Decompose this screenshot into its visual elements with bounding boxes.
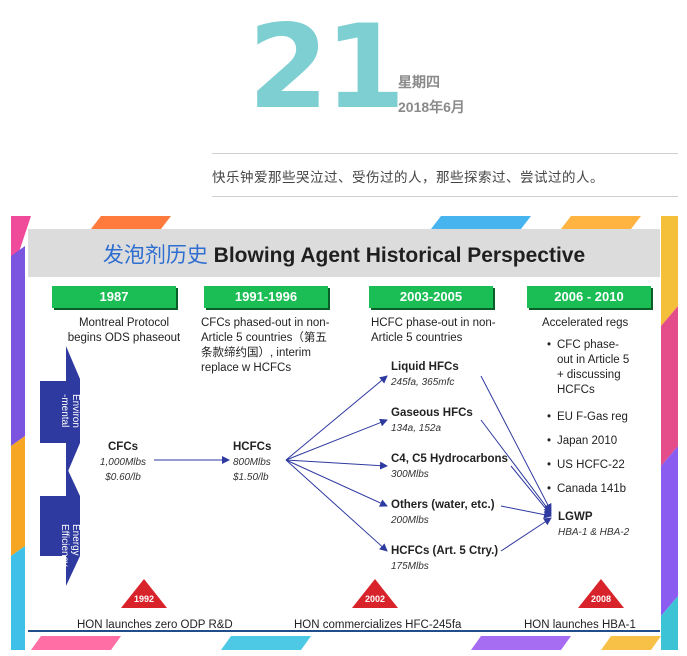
col4-bullet-item: • EU F-Gas reg — [547, 410, 628, 425]
bullet-icon: • — [547, 411, 552, 423]
branch-name: HCFCs (Art. 5 Ctry.) — [391, 545, 499, 557]
node-cfcs-l2: $0.60/lb — [105, 472, 141, 483]
slide-title-cn: 发泡剂历史 — [102, 243, 208, 267]
quote-text: 快乐钟爱那些哭泣过、受伤过的人，那些探索过、尝试过的人。 — [212, 170, 604, 186]
col4-bullet-text: Japan 2010 — [557, 435, 618, 447]
year-box-2006-2010: 2006 - 2010 — [527, 286, 651, 308]
divider-bottom — [212, 196, 678, 197]
col2-text: CFCs phased-out in non- Article 5 countr… — [201, 316, 351, 376]
node-lgwp-name: LGWP — [558, 511, 593, 523]
branch-gaseous-hfcs: Gaseous HFCs 134a, 152a — [391, 406, 473, 436]
branch-sub: 245fa, 365mfc — [391, 377, 455, 388]
node-hcfcs: HCFCs 800Mlbs $1.50/lb — [233, 440, 293, 485]
node-hcfcs-l2: $1.50/lb — [233, 472, 269, 483]
col2-line: 条款缔约国）, interim — [201, 347, 311, 359]
col4-head: Accelerated regs — [542, 317, 629, 329]
milestone-text-2008: HON launches HBA-1 — [524, 619, 636, 631]
col2-line: Article 5 countries（第五 — [201, 332, 327, 344]
slide-image: 发泡剂历史 Blowing Agent Historical Perspecti… — [11, 216, 678, 650]
branch-sub: 175Mlbs — [391, 561, 429, 572]
year-box-1991-1996: 1991-1996 — [204, 286, 328, 308]
node-hcfcs-name: HCFCs — [233, 441, 272, 453]
branch-hydrocarbons: C4, C5 Hydrocarbons 300Mlbs — [391, 452, 508, 482]
slide-decorative-background — [11, 216, 678, 650]
arrow-diagram — [121, 375, 624, 608]
slide-title: 发泡剂历史 Blowing Agent Historical Perspecti… — [28, 239, 660, 269]
node-lgwp-sub: HBA-1 & HBA-2 — [558, 527, 630, 538]
branch-hcfcs-art5: HCFCs (Art. 5 Ctry.) 175Mlbs — [391, 544, 498, 574]
slide-title-bar: 发泡剂历史 Blowing Agent Historical Perspecti… — [28, 229, 660, 277]
milestone-year-2002: 2002 — [364, 594, 386, 604]
node-cfcs-l1: 1,000Mlbs — [99, 457, 147, 468]
col1-line: begins ODS phaseout — [67, 332, 181, 344]
date-day: 21 — [248, 0, 405, 135]
col3-text: HCFC phase-out in non- Article 5 countri… — [371, 316, 521, 346]
col4-bullet-text: US HCFC-22 — [557, 459, 625, 471]
col4-bullet-item: • US HCFC-22 — [547, 458, 625, 473]
slide-bottom-rule — [28, 630, 660, 632]
col4-bullet-item: • Canada 141b — [547, 482, 626, 497]
col4-bullet-item: • CFC phase- out in Article 5 + discussin… — [547, 338, 629, 398]
bullet-icon: • — [547, 459, 552, 471]
branch-sub: 200Mlbs — [391, 515, 429, 526]
milestone-text-2002: HON commercializes HFC-245fa — [294, 619, 462, 631]
date-weekday: 星期四 — [398, 74, 440, 90]
col2-line: CFCs phased-out in non- — [201, 317, 330, 329]
branch-others: Others (water, etc.) 200Mlbs — [391, 498, 495, 528]
divider-top — [212, 153, 678, 154]
branch-sub: 134a, 152a — [391, 423, 442, 434]
bullet-icon: • — [547, 483, 552, 495]
node-hcfcs-l1: 800Mlbs — [233, 457, 271, 468]
year-box-2003-2005: 2003-2005 — [369, 286, 493, 308]
milestone-year-1992: 1992 — [133, 594, 155, 604]
bullet-icon: • — [547, 435, 552, 447]
branch-name: Gaseous HFCs — [391, 407, 473, 419]
col1-text: Montreal Protocol begins ODS phaseout — [59, 316, 189, 346]
node-cfcs: CFCs 1,000Mlbs $0.60/lb — [93, 440, 153, 485]
branch-liquid-hfcs: Liquid HFCs 245fa, 365mfc — [391, 360, 459, 390]
milestone-year-2008: 2008 — [590, 594, 612, 604]
date-month: 2018年6月 — [398, 99, 465, 115]
node-lgwp: LGWP HBA-1 & HBA-2 — [558, 510, 629, 540]
side-arrows — [40, 346, 80, 586]
col1-line: Montreal Protocol — [78, 317, 170, 329]
slide-title-en: Blowing Agent Historical Perspective — [213, 244, 586, 267]
col4-bullet-text: EU F-Gas reg — [557, 411, 628, 423]
col4-bullet-text: CFC phase- out in Article 5 + discussing… — [557, 339, 630, 396]
branch-sub: 300Mlbs — [391, 469, 429, 480]
col2-line: replace w HCFCs — [201, 362, 292, 374]
col3-line: Article 5 countries — [371, 332, 463, 344]
col4-bullet-text: Canada 141b — [557, 483, 627, 495]
branch-name: C4, C5 Hydrocarbons — [391, 453, 508, 465]
branch-name: Liquid HFCs — [391, 361, 459, 373]
branch-name: Others (water, etc.) — [391, 499, 495, 511]
milestone-text-1992: HON launches zero ODP R&D — [77, 619, 233, 631]
bullet-icon: • — [547, 339, 552, 351]
col3-line: HCFC phase-out in non- — [371, 317, 496, 329]
col4-bullet-item: • Japan 2010 — [547, 434, 617, 449]
year-box-1987: 1987 — [52, 286, 176, 308]
node-cfcs-name: CFCs — [107, 441, 139, 453]
